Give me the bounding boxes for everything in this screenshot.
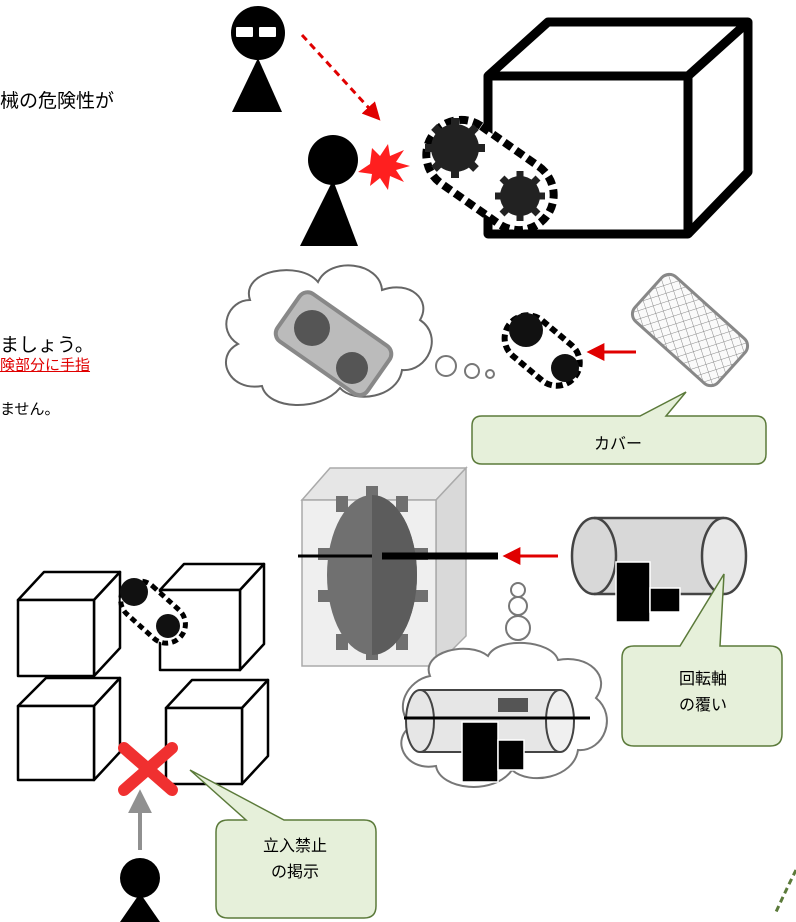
gear-icon <box>425 118 485 178</box>
masen-text: ません。 <box>0 400 60 418</box>
observer-with-glasses <box>231 6 285 112</box>
shaft-label-line2: の覆い <box>678 695 727 714</box>
cross-mark-icon <box>118 742 178 796</box>
transparent-shaft-box <box>298 466 498 668</box>
thought-bubble-dot <box>435 355 457 377</box>
thought-cloud-cover <box>225 264 433 406</box>
corner-decoration <box>774 869 796 913</box>
explosion-icon <box>358 144 410 190</box>
worker-figure <box>300 135 358 246</box>
small-gear-chain <box>501 312 583 389</box>
lets-text: ましょう。 <box>0 334 94 356</box>
sight-arrow <box>300 33 381 121</box>
callout-cover <box>471 391 767 465</box>
mesh-cover-icon <box>630 272 750 388</box>
red-underlined-text: 険部分に手指 <box>0 356 91 374</box>
thought-bubble-dot <box>464 363 480 379</box>
gear-chain-assembly <box>422 115 558 235</box>
entry-label-line1: 立入禁止 <box>262 836 327 855</box>
shaft-label-line1: 回転軸 <box>678 669 727 688</box>
callout-cover-text: カバー <box>472 431 764 457</box>
gear-icon <box>495 171 545 221</box>
approaching-person <box>120 858 160 922</box>
danger-text: 械の危険性が <box>0 90 115 112</box>
callout-shaft <box>621 573 783 747</box>
thought-bubble-dot <box>508 596 528 616</box>
guard-boxes <box>16 562 270 786</box>
callout-shaft-text: 回転軸 の覆い <box>626 666 780 718</box>
cover-label: カバー <box>593 434 642 453</box>
shaft-cover-cylinder <box>570 516 748 623</box>
thought-cloud-shaft <box>400 642 608 788</box>
thought-bubble-dot <box>505 615 531 641</box>
callout-entry <box>189 769 377 919</box>
thought-bubble-dot <box>510 582 526 598</box>
thought-bubble-dot <box>485 369 495 379</box>
exposed-gears <box>118 578 188 646</box>
glasses-icon <box>234 25 255 39</box>
entry-label-line2: の掲示 <box>270 862 319 881</box>
callout-entry-text: 立入禁止 の掲示 <box>214 833 376 885</box>
